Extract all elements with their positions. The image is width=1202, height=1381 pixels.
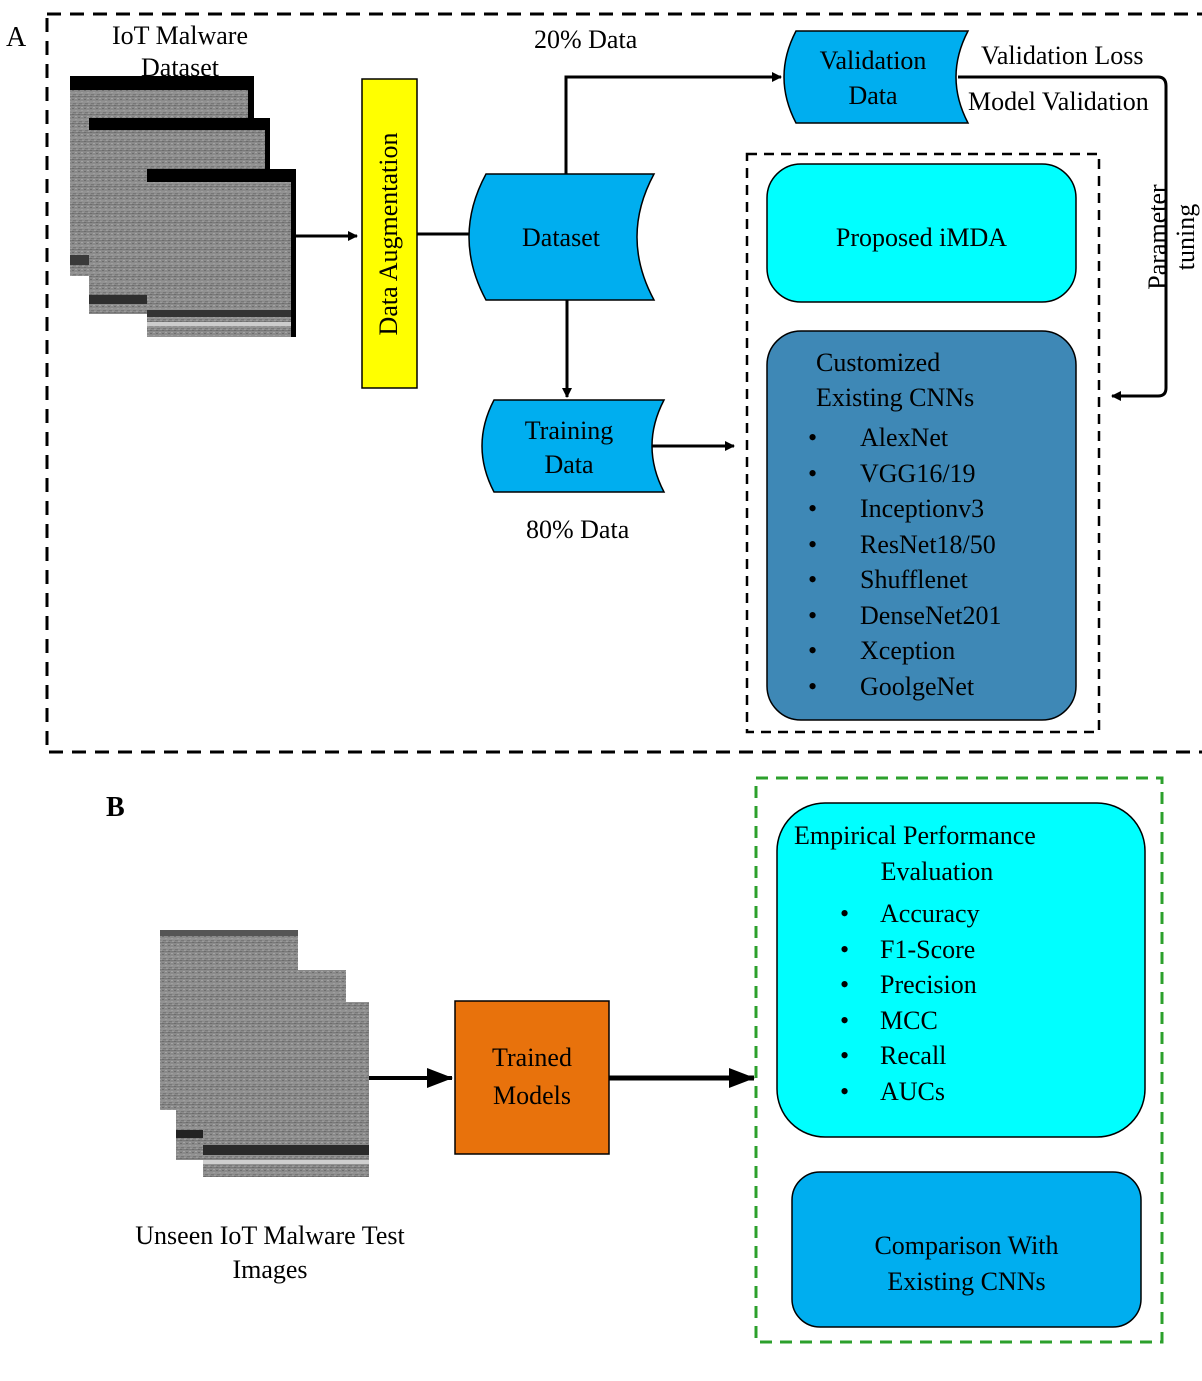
metric-list-item: Precision bbox=[838, 967, 980, 1003]
dataset-label: Dataset bbox=[522, 223, 600, 252]
dataset-shape bbox=[468, 173, 656, 301]
evaluation-title-line2: Evaluation bbox=[880, 857, 994, 886]
dataset-title-line2: Dataset bbox=[141, 53, 219, 76]
cnn-list-item: VGG16/19 bbox=[798, 456, 1002, 492]
comparison-box bbox=[791, 1171, 1142, 1328]
trained-models-box bbox=[454, 1000, 610, 1155]
validation-loss-label: Validation Loss bbox=[981, 41, 1144, 70]
validation-data-line2: Data bbox=[848, 81, 898, 110]
training-data-line1: Training bbox=[524, 416, 614, 445]
proposed-imda-label: Proposed iMDA bbox=[835, 223, 1008, 252]
cnn-list-item: Shufflenet bbox=[798, 562, 1002, 598]
trained-models-line2: Models bbox=[493, 1081, 571, 1110]
training-data-line2: Data bbox=[544, 450, 594, 479]
cnn-list-item: ResNet18/50 bbox=[798, 527, 1002, 563]
customized-cnns-title-line1: Customized bbox=[816, 348, 941, 377]
panel-a-letter: A bbox=[6, 22, 27, 53]
cnn-list-item: GoolgeNet bbox=[798, 669, 1002, 705]
cnn-list-item: Xception bbox=[798, 633, 1002, 669]
data-augmentation-box bbox=[361, 78, 418, 389]
cnn-list-item: DenseNet201 bbox=[798, 598, 1002, 634]
malware-image-stack-b bbox=[160, 930, 369, 1177]
cnn-list-item: Inceptionv3 bbox=[798, 491, 1002, 527]
evaluation-title-line1: Empirical Performance bbox=[794, 821, 1036, 850]
malware-image-stack-a bbox=[70, 76, 296, 337]
metric-list-item: Accuracy bbox=[838, 896, 980, 932]
metric-list-item: F1-Score bbox=[838, 932, 980, 968]
customized-cnns-title-line2: Existing CNNs bbox=[816, 383, 975, 412]
model-validation-label: Model Validation bbox=[968, 87, 1149, 116]
trained-models-line1: Trained bbox=[492, 1043, 572, 1072]
panel-b-evaluation-border bbox=[754, 776, 1164, 1344]
cnn-list: AlexNet VGG16/19 Inceptionv3 ResNet18/50… bbox=[798, 420, 1002, 704]
test-images-label-line1: Unseen IoT Malware Test bbox=[135, 1221, 405, 1250]
metric-list: Accuracy F1-Score Precision MCC Recall A… bbox=[838, 896, 980, 1109]
validation-data-shape bbox=[783, 30, 970, 124]
proposed-imda-box bbox=[766, 163, 1077, 303]
split-80-label: 80% Data bbox=[526, 515, 630, 544]
comparison-line1: Comparison With bbox=[874, 1231, 1059, 1260]
training-data-shape bbox=[481, 399, 666, 493]
metric-list-item: Recall bbox=[838, 1038, 980, 1074]
cnn-list-item: AlexNet bbox=[798, 420, 1002, 456]
panel-b-letter: B bbox=[106, 792, 125, 823]
split-20-label: 20% Data bbox=[534, 25, 638, 54]
test-images-label-line2: Images bbox=[232, 1255, 308, 1284]
data-augmentation-label: Data Augmentation bbox=[373, 132, 403, 336]
metric-list-item: MCC bbox=[838, 1003, 980, 1039]
validation-data-line1: Validation bbox=[819, 46, 927, 75]
model-group-border bbox=[745, 152, 1101, 734]
metric-list-item: AUCs bbox=[838, 1074, 980, 1110]
parameter-tuning-label-line2: tuning bbox=[1170, 203, 1200, 271]
panel-a-border bbox=[45, 12, 1202, 754]
dataset-title-line1: IoT Malware bbox=[112, 21, 248, 50]
comparison-line2: Existing CNNs bbox=[887, 1267, 1046, 1296]
